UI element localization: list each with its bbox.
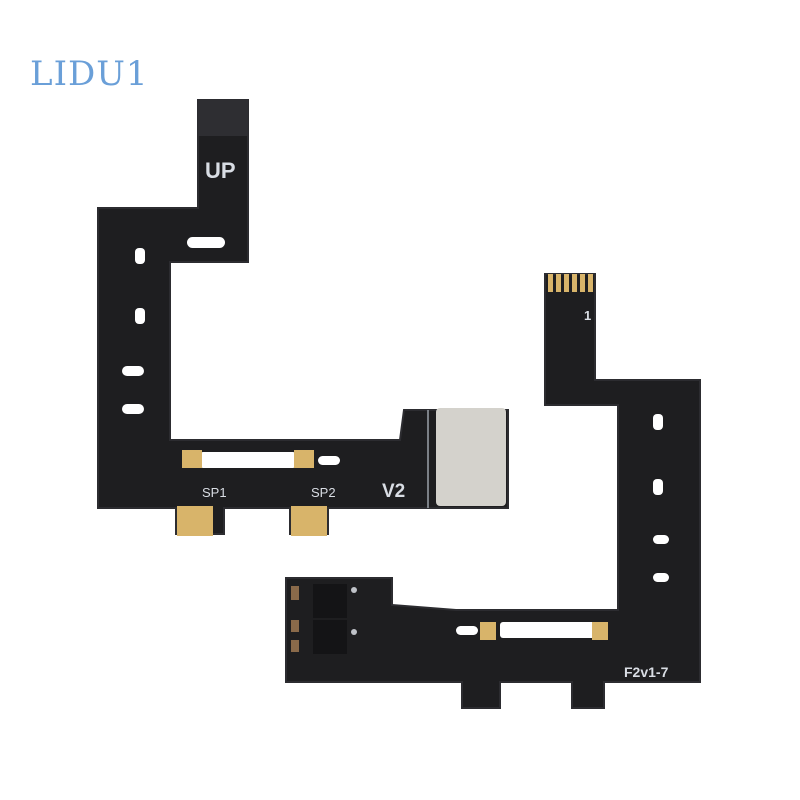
label-model: F2v1-7: [624, 664, 669, 680]
watermark: LIDU1: [30, 54, 149, 94]
gold-fingers: [548, 274, 593, 292]
label-pin1: 1: [584, 308, 591, 323]
sp1-pad: [177, 506, 213, 536]
label-version: V2: [382, 481, 405, 502]
sp2-pad: [291, 506, 327, 536]
label-up: UP: [205, 158, 236, 183]
label-sp2: SP2: [311, 485, 336, 500]
label-sp1: SP1: [202, 485, 227, 500]
right-flex-board: 1 F2v1-7: [285, 273, 701, 709]
metal-stiffener: [436, 408, 506, 506]
left-flex-board: UP SP1 SP2 V2: [97, 99, 509, 536]
